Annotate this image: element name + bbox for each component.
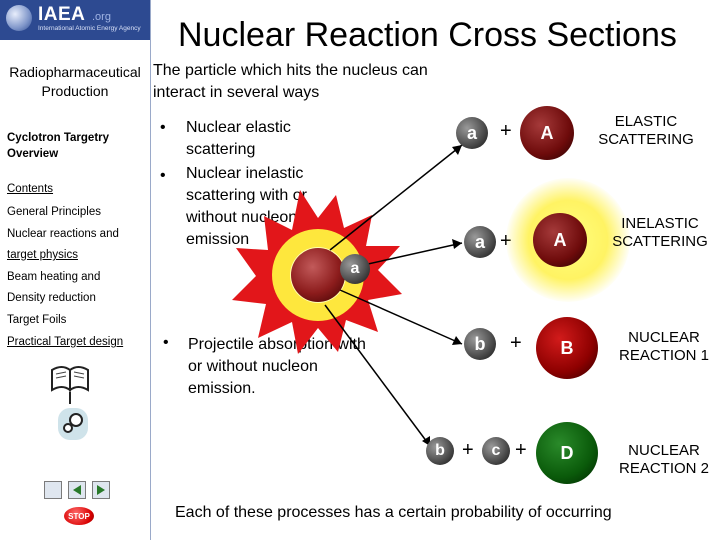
target-nucleus xyxy=(291,248,345,302)
row3-particle: b xyxy=(464,328,496,360)
row3-nucleus: B xyxy=(536,317,598,379)
row1-nucleus: A xyxy=(520,106,574,160)
row4-plus-2: + xyxy=(515,439,527,462)
row4-nucleus: D xyxy=(536,422,598,484)
footer-note: Each of these processes has a certain pr… xyxy=(175,504,612,522)
row4-plus-1: + xyxy=(462,439,474,462)
row3-plus: + xyxy=(510,332,522,355)
row1-plus: + xyxy=(500,120,512,143)
projectile-a: a xyxy=(340,254,370,284)
row1-particle: a xyxy=(456,117,488,149)
row4-label: NUCLEAR REACTION 2 xyxy=(608,442,720,478)
row2-label: INELASTIC SCATTERING xyxy=(604,215,716,251)
row4-particle-b: b xyxy=(426,437,454,465)
row2-nucleus: A xyxy=(533,213,587,267)
row1-label: ELASTIC SCATTERING xyxy=(590,113,702,149)
row4-particle-c: c xyxy=(482,437,510,465)
row3-label: NUCLEAR REACTION 1 xyxy=(608,329,720,365)
row2-particle: a xyxy=(464,226,496,258)
